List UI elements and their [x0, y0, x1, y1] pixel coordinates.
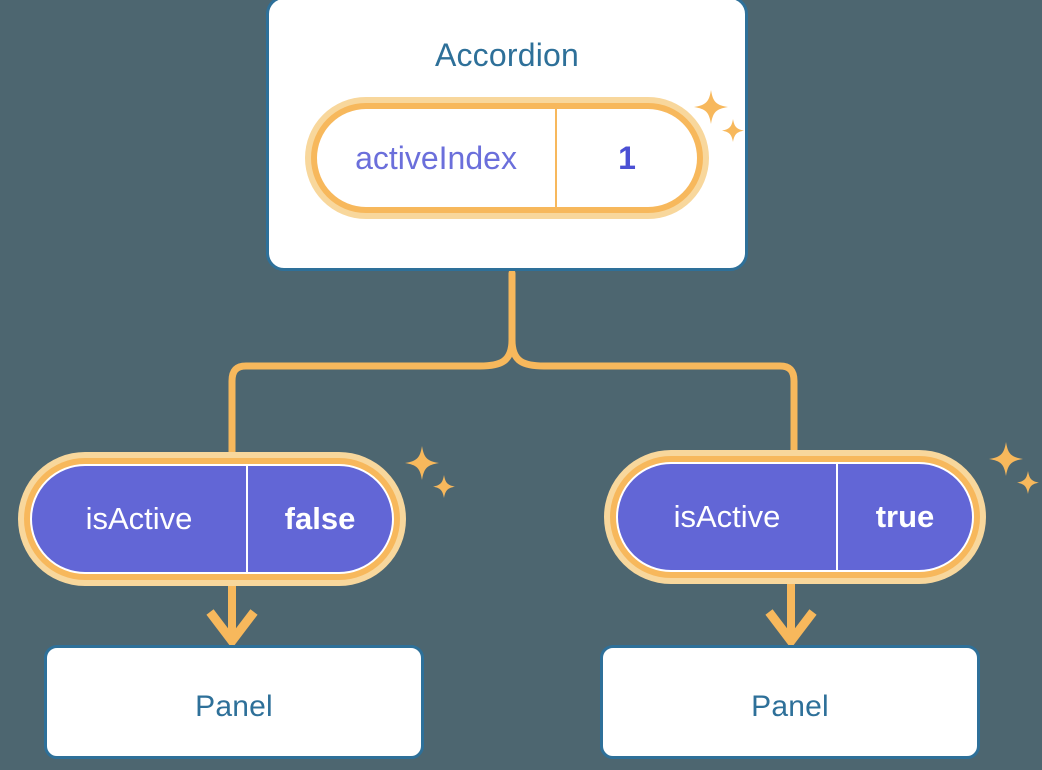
- component-card-panel-left[interactable]: Panel: [44, 645, 424, 759]
- pill-highlight-ring: isActive true: [610, 456, 980, 578]
- sparkle-icon-left: [405, 446, 455, 498]
- page-title: Accordion: [434, 37, 580, 73]
- state-value: true: [875, 499, 935, 534]
- panel-title: Panel: [751, 690, 829, 723]
- state-value: false: [284, 501, 356, 536]
- pill-body: isActive true: [616, 462, 974, 572]
- arrow-down-icon-right: [765, 609, 817, 649]
- arrow-down-icon-left: [206, 609, 258, 649]
- state-pill-activeindex[interactable]: activeIndex 1: [305, 97, 709, 219]
- pill-body: activeIndex 1: [317, 109, 697, 207]
- state-name: activeIndex: [317, 109, 557, 207]
- branch-line-left: [228, 336, 516, 456]
- panel-title: Panel: [195, 690, 273, 723]
- branch-line-right: [508, 336, 798, 454]
- state-name: isActive: [618, 464, 838, 570]
- pill-highlight-ring: activeIndex 1: [311, 103, 703, 213]
- sparkle-icon-right: [989, 442, 1039, 494]
- pill-highlight-ring: isActive false: [24, 458, 400, 580]
- component-card-panel-right[interactable]: Panel: [600, 645, 980, 759]
- state-name: isActive: [32, 466, 248, 572]
- state-pill-isactive-left[interactable]: isActive false: [18, 452, 406, 586]
- pill-body: isActive false: [30, 464, 394, 574]
- state-pill-isactive-right[interactable]: isActive true: [604, 450, 986, 584]
- state-value: 1: [618, 139, 636, 176]
